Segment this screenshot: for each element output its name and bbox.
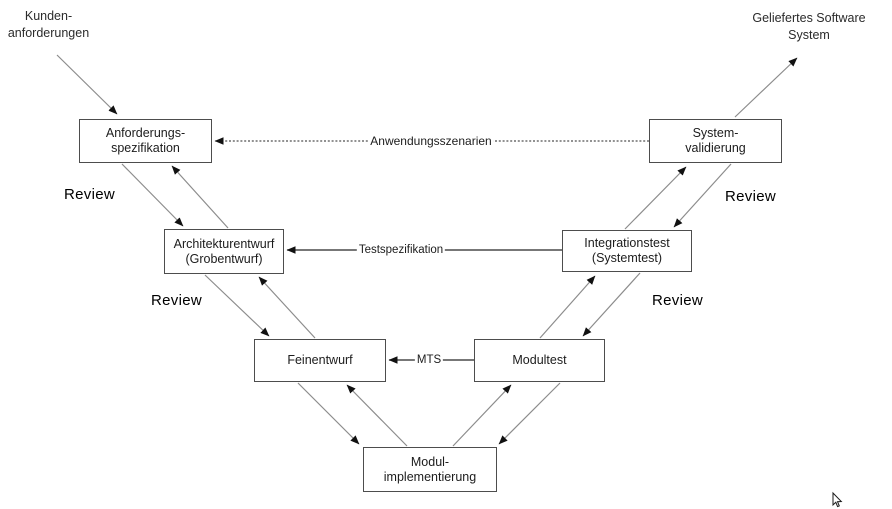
delivered-software-line1: Geliefertes Software <box>752 11 866 25</box>
testspezifikation-label: Testspezifikation <box>356 244 446 256</box>
arrow-implementation-review-up-left <box>346 384 408 447</box>
review-label-right-2: Review <box>652 292 703 309</box>
box-architekturentwurf-line2: (Grobentwurf) <box>185 251 263 266</box>
box-modulimplementierung-line1: Modul- <box>410 454 450 469</box>
box-anforderungsspezifikation: Anforderungs- spezifikation <box>79 119 212 163</box>
box-integrationstest: Integrationstest (Systemtest) <box>562 230 692 272</box>
arrow-moduletest-to-integrationtest <box>539 275 596 339</box>
box-architekturentwurf: Architekturentwurf (Grobentwurf) <box>164 229 284 274</box>
arrow-customer-to-requirements <box>56 54 118 115</box>
box-systemvalidierung-line1: System- <box>692 126 739 140</box>
mts-label: MTS <box>414 354 444 366</box>
box-integrationstest-line2: (Systemtest) <box>591 251 663 265</box>
box-feinentwurf: Feinentwurf <box>254 339 386 382</box>
customer-requirements-label: Kunden- anforderungen <box>0 8 97 42</box>
customer-requirements-line2: anforderungen <box>7 26 90 40</box>
box-architekturentwurf-line1: Architekturentwurf <box>173 236 275 251</box>
customer-requirements-line1: Kunden- <box>24 9 73 23</box>
arrow-integrationtest-review-down <box>582 272 641 337</box>
arrow-detaildesign-review-up <box>258 276 316 339</box>
arrow-moduletest-review-down <box>498 382 561 445</box>
arrow-detaildesign-to-implementation <box>297 382 360 445</box>
box-anforderungsspezifikation-line1: Anforderungs- <box>105 126 186 140</box>
arrow-validation-review-down <box>673 163 732 228</box>
box-systemvalidierung-line2: validierung <box>685 141 746 155</box>
arrow-validation-to-delivered <box>734 57 798 118</box>
box-feinentwurf-label: Feinentwurf <box>287 353 353 367</box>
box-modulimplementierung: Modul- implementierung <box>363 447 497 492</box>
delivered-software-label: Geliefertes Software System <box>730 10 888 44</box>
box-modulimplementierung-line2: implementierung <box>383 469 477 484</box>
mouse-cursor-icon <box>832 491 843 508</box>
review-label-left-1: Review <box>64 186 115 203</box>
arrow-architecture-to-detaildesign <box>204 274 270 337</box>
box-modultest-label: Modultest <box>512 353 567 367</box>
delivered-software-line2: System <box>788 28 830 42</box>
review-label-left-2: Review <box>151 292 202 309</box>
box-systemvalidierung: System- validierung <box>649 119 782 163</box>
box-modultest: Modultest <box>474 339 605 382</box>
anwendungsszenarien-label: Anwendungsszenarien <box>368 134 494 148</box>
box-integrationstest-line1: Integrationstest <box>584 236 670 250</box>
arrow-requirements-to-architecture <box>121 163 184 227</box>
arrow-integrationtest-to-validation <box>624 166 687 230</box>
arrow-architecture-review-up <box>171 165 229 229</box>
box-anforderungsspezifikation-line2: spezifikation <box>111 141 180 155</box>
arrow-implementation-to-moduletest <box>452 384 512 447</box>
review-label-right-1: Review <box>725 188 776 205</box>
